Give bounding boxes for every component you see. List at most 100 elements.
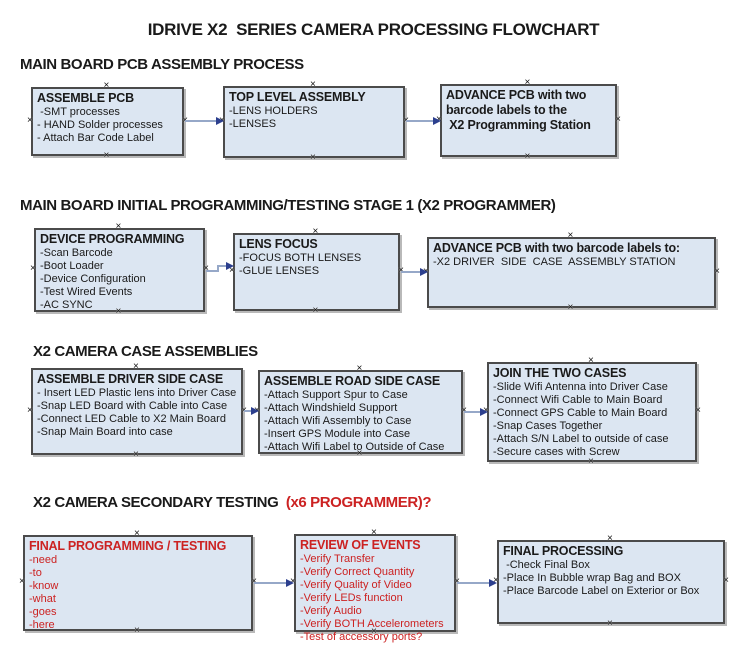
box-items: -need-to-know-what-goes-here xyxy=(29,554,247,632)
box-items: -Attach Support Spur to Case-Attach Wind… xyxy=(264,389,457,454)
flowchart-box-lens-focus[interactable]: LENS FOCUS -FOCUS BOTH LENSES-GLUE LENSE… xyxy=(229,227,404,316)
connection-point-icon: × xyxy=(312,226,319,237)
box-item-line: -need xyxy=(29,554,58,566)
box-item-line: -LENS HOLDERS xyxy=(229,105,318,117)
flowchart-box-join-the-two-cases[interactable]: JOIN THE TWO CASES -Slide Wifi Antenna i… xyxy=(483,356,701,467)
box-item-line: -Attach Support Spur to Case xyxy=(264,389,408,401)
box-title: DEVICE PROGRAMMING xyxy=(40,232,185,246)
box-item-line: -Snap LED Board with Cable into Case xyxy=(37,400,228,412)
connection-point-icon: × xyxy=(588,355,594,366)
heading-red-part: (x6 PROGRAMMER)? xyxy=(285,494,432,511)
flowchart-box-assemble-pcb[interactable]: ASSEMBLE PCB -SMT processes- HAND Solder… xyxy=(27,81,188,161)
box-item-line: -here xyxy=(29,619,55,631)
box-item-line: -Attach Wifi Assembly to Case xyxy=(264,415,412,427)
box-item-line: -Attach S/N Label to outside of case xyxy=(493,433,669,445)
connection-point-icon: × xyxy=(310,152,316,163)
box-items: -Verify Transfer-Verify Correct Quantity… xyxy=(300,553,450,644)
box-title: ADVANCE PCB with two barcode labels to: xyxy=(433,241,680,255)
box-item-line: - Attach Bar Code Label xyxy=(37,132,154,144)
connection-point-icon: × xyxy=(524,77,531,88)
flowchart-box-final-processing[interactable]: FINAL PROCESSING -Check Final Box-Place … xyxy=(493,534,729,629)
section-heading-secondary-testing: X2 CAMERA SECONDARY TESTING (x6 PROGRAMM… xyxy=(33,494,432,511)
box-item-line: -Test of accessory ports? xyxy=(300,631,423,643)
flowchart-box-final-programming-testing[interactable]: FINAL PROGRAMMING / TESTING -need-to-kno… xyxy=(19,529,257,636)
box-item-line: -Place In Bubble wrap Bag and BOX xyxy=(503,572,681,584)
box-item-line: -Connect LED Cable to X2 Main Board xyxy=(37,413,226,425)
box-title: ASSEMBLE ROAD SIDE CASE xyxy=(264,374,440,388)
flowchart-box-device-programming[interactable]: DEVICE PROGRAMMING -Scan Barcode-Boot Lo… xyxy=(30,222,209,317)
connection-point-icon: × xyxy=(567,230,574,241)
flowchart-box-advance-pcb-programming-station[interactable]: ADVANCE PCB with two barcode labels to t… xyxy=(436,78,621,162)
box-items: - Insert LED Plastic lens into Driver Ca… xyxy=(37,387,237,439)
flowchart-box-advance-pcb-driver-side-station[interactable]: ADVANCE PCB with two barcode labels to: … xyxy=(423,231,720,313)
box-title: TOP LEVEL ASSEMBLY xyxy=(229,90,366,104)
box-items: -SMT processes- HAND Solder processes- A… xyxy=(37,106,178,145)
connection-point-icon: × xyxy=(312,305,319,316)
section-heading-initial-programming: MAIN BOARD INITIAL PROGRAMMING/TESTING S… xyxy=(20,197,556,214)
flowchart-box-review-of-events[interactable]: REVIEW OF EVENTS -Verify Transfer-Verify… xyxy=(290,528,460,644)
connection-point-icon: × xyxy=(30,263,36,274)
connection-point-icon: × xyxy=(615,113,621,125)
connection-point-icon: × xyxy=(714,265,720,277)
connection-point-icon: × xyxy=(567,302,574,313)
connection-point-icon: × xyxy=(19,576,25,587)
connection-point-icon: × xyxy=(115,221,122,232)
connection-point-icon: × xyxy=(607,618,613,629)
box-item-line: -Check Final Box xyxy=(503,559,590,571)
connection-point-icon: × xyxy=(588,456,594,467)
connection-point-icon: × xyxy=(371,527,377,538)
box-item-line: -Verify Transfer xyxy=(300,553,375,565)
connection-point-icon: × xyxy=(133,361,139,372)
flowchart-box-top-level-assembly[interactable]: TOP LEVEL ASSEMBLY -LENS HOLDERS-LENSES … xyxy=(219,80,409,163)
box-item-line: -AC SYNC xyxy=(40,299,93,311)
box-item-line: -X2 DRIVER SIDE CASE ASSEMBLY STATION xyxy=(433,256,676,268)
box-item-line: -Boot Loader xyxy=(40,260,104,272)
box-item-line: -FOCUS BOTH LENSES xyxy=(239,252,362,264)
box-items: -LENS HOLDERS-LENSES xyxy=(229,105,399,131)
box-item-line: -Verify BOTH Accelerometers xyxy=(300,618,444,630)
box-item-line: -LENSES xyxy=(229,118,277,130)
box-item-line: -Attach Windshield Support xyxy=(264,402,398,414)
box-item-line: -Verify Quality of Video xyxy=(300,579,412,591)
connection-point-icon: × xyxy=(27,114,33,126)
connection-point-icon: × xyxy=(134,528,140,539)
box-items: -Scan Barcode-Boot Loader-Device Configu… xyxy=(40,247,199,312)
box-title: ASSEMBLE PCB xyxy=(37,91,134,105)
box-title: JOIN THE TWO CASES xyxy=(493,366,627,380)
flowchart-box-assemble-road-side-case[interactable]: ASSEMBLE ROAD SIDE CASE -Attach Support … xyxy=(254,364,467,459)
box-item-line: -Scan Barcode xyxy=(40,247,113,259)
box-item-line: -Connect GPS Cable to Main Board xyxy=(493,407,668,419)
box-item-line: -Secure cases with Screw xyxy=(493,446,620,458)
box-title: LENS FOCUS xyxy=(239,237,318,251)
connection-point-icon: × xyxy=(524,151,531,162)
box-item-line: -what xyxy=(29,593,56,605)
box-item-line: -Verify LEDs function xyxy=(300,592,403,604)
box-title: FINAL PROGRAMMING / TESTING xyxy=(29,539,227,553)
box-item-line: - Insert LED Plastic lens into Driver Ca… xyxy=(37,387,237,399)
connection-point-icon: × xyxy=(607,533,613,544)
box-item-line: -Place Barcode Label on Exterior or Box xyxy=(503,585,700,597)
box-item-line: -know xyxy=(29,580,59,592)
connection-point-icon: × xyxy=(103,80,110,91)
box-item-line: - HAND Solder processes xyxy=(37,119,163,131)
connection-point-icon: × xyxy=(133,449,139,460)
box-items: -FOCUS BOTH LENSES-GLUE LENSES xyxy=(239,252,394,278)
box-item-line: -to xyxy=(29,567,42,579)
connection-point-icon: × xyxy=(103,150,110,161)
box-title: ADVANCE PCB with two barcode labels to t… xyxy=(446,88,591,132)
section-heading-pcb-assembly: MAIN BOARD PCB ASSEMBLY PROCESS xyxy=(20,56,304,73)
page-title: IDRIVE X2 SERIES CAMERA PROCESSING FLOWC… xyxy=(147,20,600,39)
box-item-line: -goes xyxy=(29,606,57,618)
flowchart-box-assemble-driver-side-case[interactable]: ASSEMBLE DRIVER SIDE CASE - Insert LED P… xyxy=(27,362,247,460)
box-item-line: -Test Wired Events xyxy=(40,286,133,298)
connection-point-icon: × xyxy=(310,79,316,90)
box-title: ASSEMBLE DRIVER SIDE CASE xyxy=(37,372,224,386)
box-items: -X2 DRIVER SIDE CASE ASSEMBLY STATION xyxy=(433,256,710,269)
box-item-line: -Verify Correct Quantity xyxy=(300,566,415,578)
section-heading-case-assemblies: X2 CAMERA CASE ASSEMBLIES xyxy=(33,343,258,360)
heading-black-part: X2 CAMERA SECONDARY TESTING xyxy=(33,494,286,511)
box-item-line: -Connect Wifi Cable to Main Board xyxy=(493,394,663,406)
box-item-line: -GLUE LENSES xyxy=(239,265,320,277)
connection-point-icon: × xyxy=(695,405,701,416)
box-items: -Check Final Box-Place In Bubble wrap Ba… xyxy=(503,559,719,598)
